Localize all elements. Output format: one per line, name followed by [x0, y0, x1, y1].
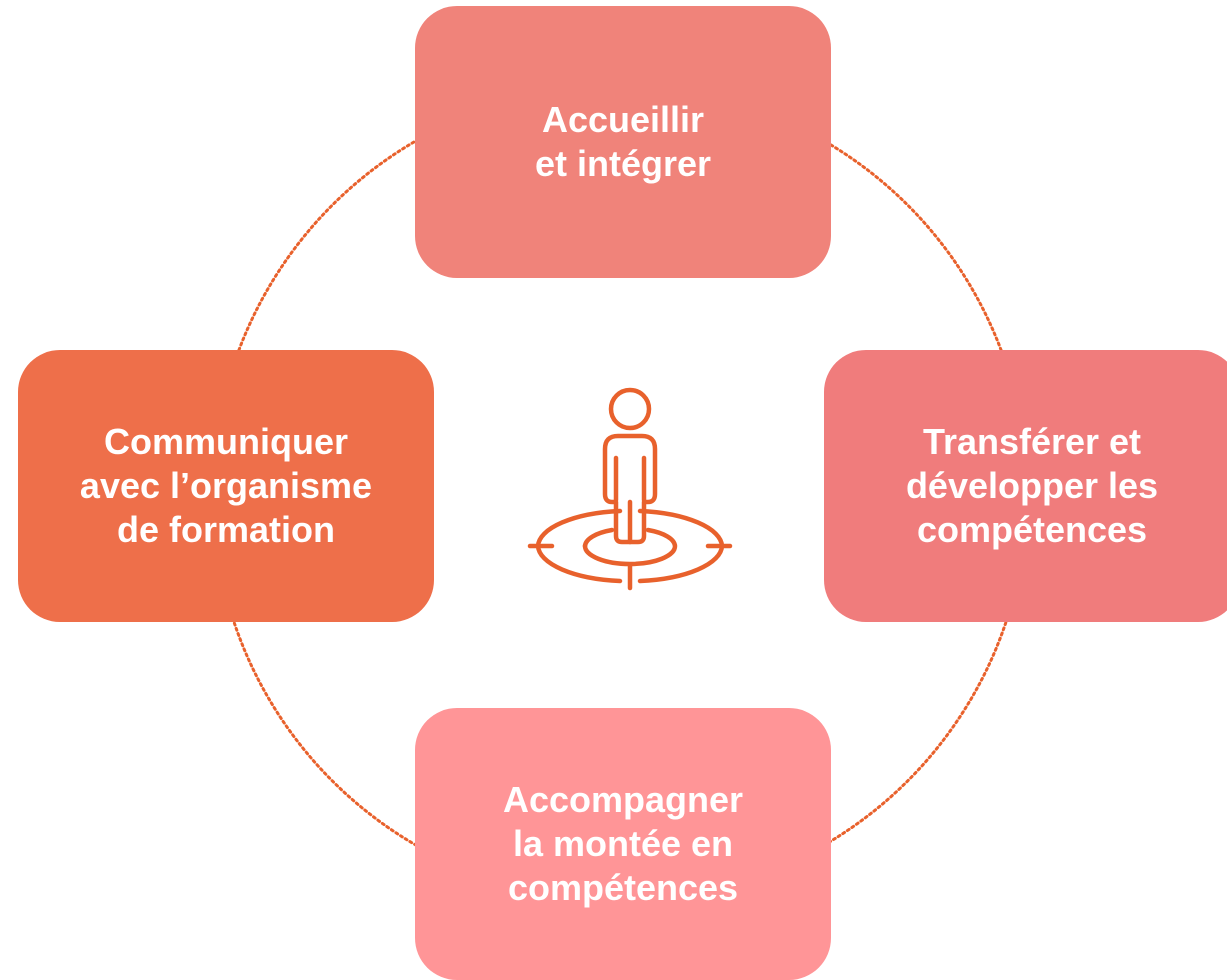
node-accompagner: Accompagner la montée en compétences	[415, 708, 831, 980]
node-label-accompagner: Accompagner la montée en compétences	[502, 779, 744, 908]
node-label-communiquer: Communiquer avec l’organisme de formatio…	[79, 421, 373, 550]
node-accueillir: Accueillir et intégrer	[415, 6, 831, 278]
node-label-accueillir: Accueillir et intégrer	[534, 99, 712, 184]
node-label-transferer: Transférer et développer les compétences	[905, 421, 1159, 550]
node-communiquer: Communiquer avec l’organisme de formatio…	[18, 350, 434, 622]
person-on-target-icon	[527, 387, 733, 591]
node-transferer: Transférer et développer les compétences	[824, 350, 1227, 622]
